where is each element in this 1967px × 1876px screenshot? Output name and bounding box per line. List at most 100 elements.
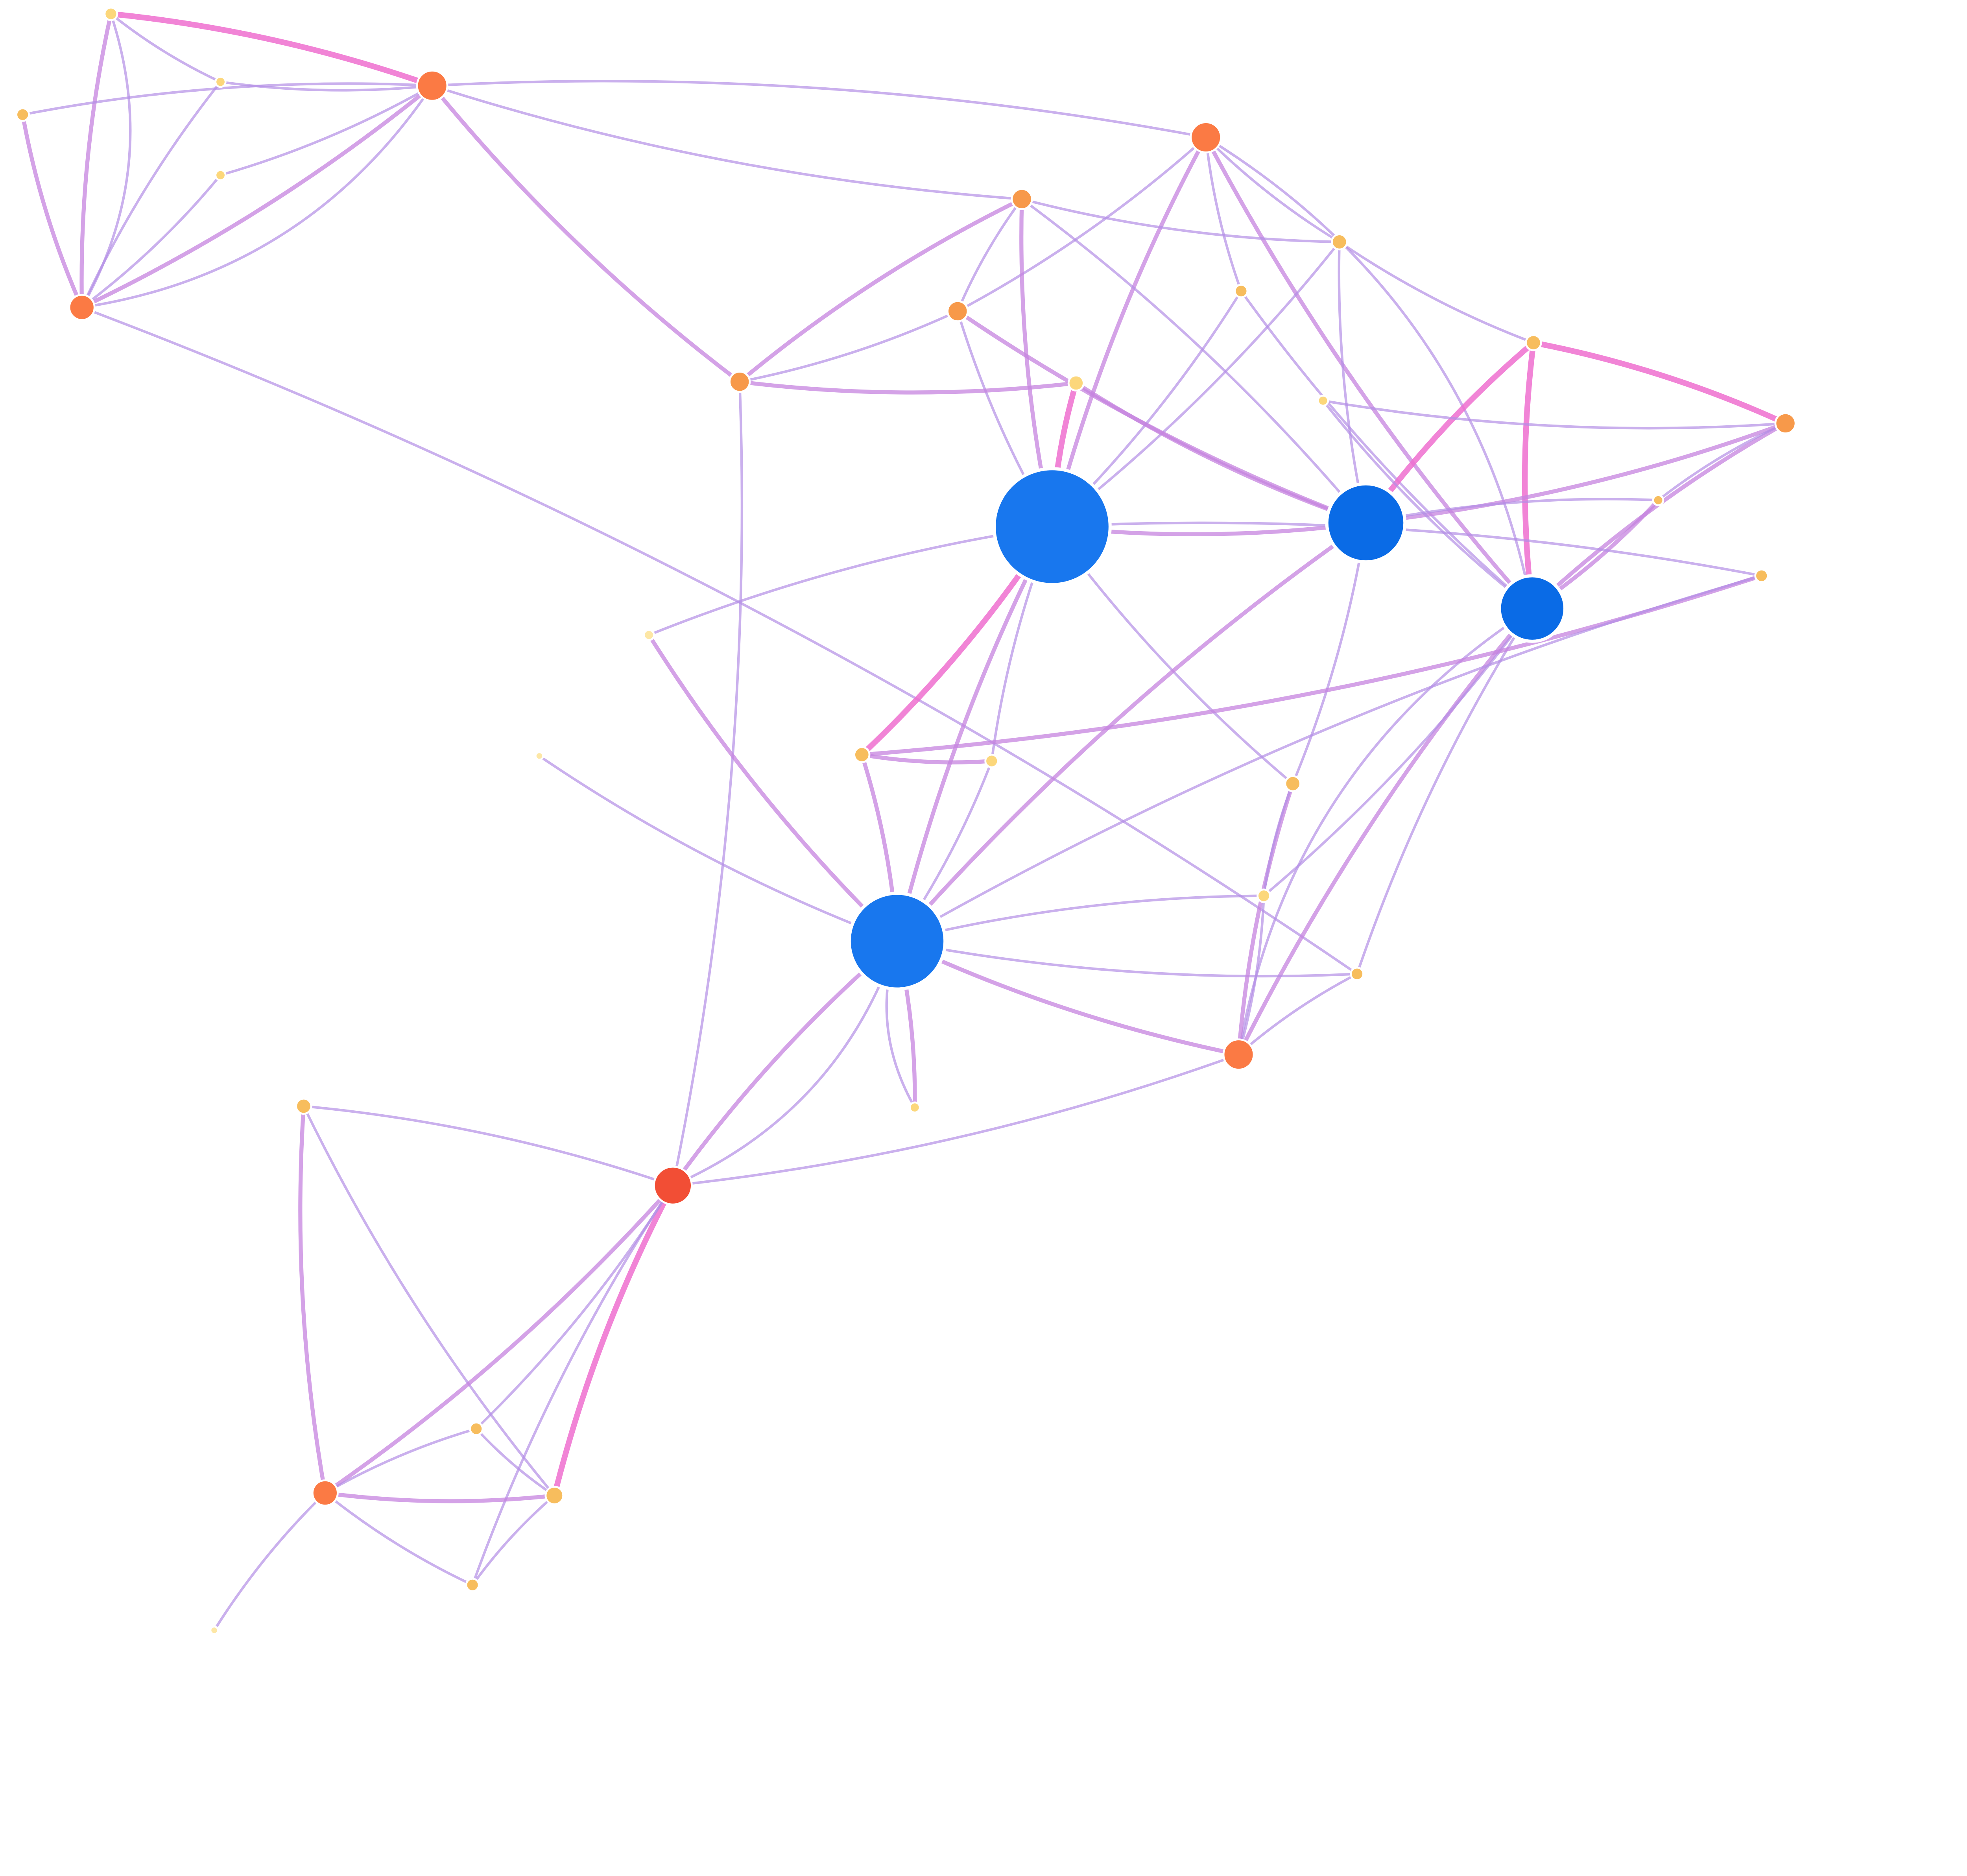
edge-n6-n2	[80, 84, 434, 309]
node-hub1[interactable]	[993, 467, 1112, 586]
edge-hub4-n26	[895, 939, 1241, 1057]
edge-hub4-n29	[672, 940, 899, 1187]
edge-n10-n12	[738, 310, 959, 383]
edge-n23-n29	[302, 1105, 674, 1187]
node-n14[interactable]	[1525, 334, 1542, 351]
node-n8[interactable]	[1011, 188, 1033, 210]
edge-n6-n28	[80, 306, 1358, 975]
edge-n12-n29	[672, 380, 744, 1187]
edge-n22-hub4	[538, 755, 899, 943]
edge-layer	[20, 11, 1788, 1632]
edge-n29-n33	[552, 1183, 676, 1499]
node-n13[interactable]	[1067, 374, 1085, 392]
edge-n29-n30	[475, 1184, 674, 1430]
edge-n8-n9	[1020, 198, 1341, 244]
edge-n11-hub3	[1240, 290, 1533, 610]
edge-n29-n26	[672, 1053, 1240, 1187]
node-n25[interactable]	[1284, 775, 1301, 792]
node-n34[interactable]	[209, 1625, 219, 1635]
edge-hub4-n28	[896, 940, 1358, 978]
node-n4[interactable]	[15, 107, 30, 122]
edge-n18-hub4	[647, 633, 899, 944]
node-n16[interactable]	[1317, 395, 1329, 407]
node-n23[interactable]	[295, 1097, 312, 1115]
edge-n7-n11	[1205, 136, 1243, 292]
edge-hub3-n27	[1262, 607, 1533, 897]
edge-n5-n6	[80, 174, 222, 309]
node-n11[interactable]	[1234, 284, 1249, 299]
node-n32[interactable]	[465, 1577, 480, 1592]
node-n10[interactable]	[947, 300, 969, 322]
node-n29[interactable]	[653, 1165, 693, 1206]
edge-n4-n6	[20, 113, 84, 310]
node-n26[interactable]	[1222, 1038, 1255, 1071]
node-hub3[interactable]	[1498, 574, 1567, 643]
edge-n23-n31	[298, 1104, 327, 1495]
node-n3[interactable]	[214, 76, 227, 88]
node-n24[interactable]	[909, 1101, 921, 1113]
node-n1[interactable]	[103, 6, 118, 21]
edge-n1-n2	[108, 11, 435, 89]
node-n30[interactable]	[469, 1421, 484, 1436]
edge-n28-n26	[1237, 973, 1358, 1056]
edge-n27-n26	[1237, 894, 1265, 1056]
node-hub4[interactable]	[847, 892, 947, 991]
edge-n7-hub3	[1205, 136, 1533, 610]
edge-n2-n8	[431, 84, 1023, 201]
edge-n25-n27	[1262, 782, 1294, 897]
node-n6[interactable]	[68, 294, 96, 321]
edge-n15-n16	[1321, 399, 1787, 430]
node-n28[interactable]	[1350, 966, 1364, 981]
node-n22[interactable]	[534, 751, 544, 761]
edge-hub1-n21	[1051, 521, 1763, 577]
edge-n31-n34	[213, 1492, 327, 1632]
edge-n3-n6	[80, 80, 222, 309]
node-n17[interactable]	[1652, 494, 1664, 506]
edge-n29-n31	[323, 1184, 675, 1495]
edge-n1-n6	[79, 12, 113, 310]
node-n7[interactable]	[1190, 121, 1222, 153]
node-n27[interactable]	[1257, 888, 1271, 903]
edge-n15-hub2	[1364, 421, 1788, 525]
edge-n14-n15	[1530, 340, 1788, 427]
node-n19[interactable]	[853, 746, 871, 763]
node-n9[interactable]	[1331, 233, 1348, 251]
node-hub2[interactable]	[1325, 482, 1407, 564]
node-n15[interactable]	[1774, 412, 1797, 434]
edge-n2-n12	[430, 83, 742, 384]
edge-hub1-hub4	[895, 524, 1054, 944]
edge-n17-hub2	[1364, 498, 1660, 524]
edge-n32-n33	[471, 1494, 556, 1586]
node-n5[interactable]	[214, 169, 227, 181]
edge-n15-n17	[1657, 422, 1787, 502]
node-n33[interactable]	[544, 1486, 565, 1505]
node-layer	[15, 6, 1797, 1635]
edge-n19-n20	[860, 752, 994, 764]
edge-n8-hub2	[1020, 198, 1367, 524]
edge-hub4-n27	[896, 894, 1265, 943]
edge-n7-n9	[1205, 136, 1341, 244]
edge-hub3-n26	[1236, 606, 1534, 1057]
edge-n31-n32	[324, 1492, 474, 1586]
edge-n8-n12	[737, 197, 1024, 384]
edge-n7-hub1	[1050, 135, 1208, 529]
edge-hub4-n29	[671, 939, 899, 1188]
edge-n1-n3	[109, 13, 222, 83]
edge-n7-hub3	[1204, 135, 1534, 611]
edge-n23-n33	[302, 1105, 556, 1497]
node-n18[interactable]	[643, 629, 655, 641]
node-n12[interactable]	[729, 371, 751, 393]
node-n2[interactable]	[416, 69, 448, 102]
edge-n21-hub4	[896, 574, 1763, 943]
node-n20[interactable]	[984, 753, 999, 768]
edge-n9-n14	[1338, 240, 1535, 344]
edge-n30-n33	[475, 1427, 556, 1497]
edge-hub3-n26	[1237, 607, 1533, 1056]
edge-hub1-n18	[648, 525, 1054, 637]
edge-hub2-hub4	[895, 521, 1368, 944]
edge-n8-n10	[956, 198, 1023, 313]
edge-n4-n2	[21, 82, 434, 116]
node-n21[interactable]	[1754, 568, 1769, 583]
node-n31[interactable]	[311, 1479, 339, 1507]
